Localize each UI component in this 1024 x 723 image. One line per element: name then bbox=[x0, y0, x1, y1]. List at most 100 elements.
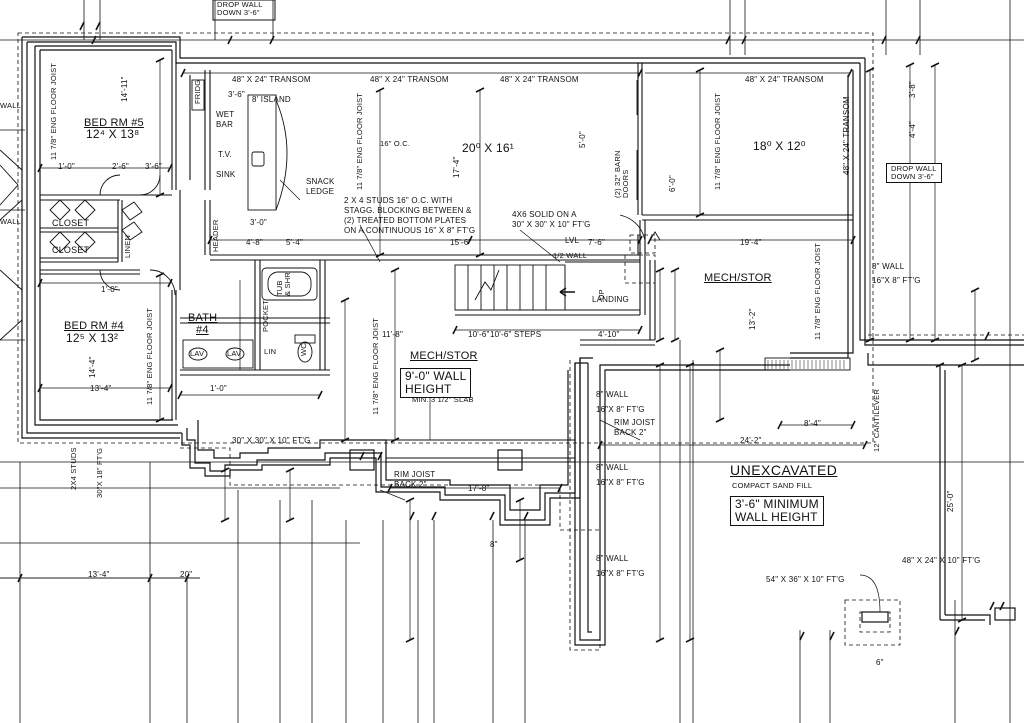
footing-48-note: 48" X 24" X 10" FT'G bbox=[902, 556, 981, 565]
dim-6-0: 6'-0" bbox=[668, 175, 677, 192]
joist-label-family: 11 7/8" ENG FLOOR JOIST bbox=[355, 92, 364, 190]
header-label: HEADER bbox=[211, 219, 220, 252]
footing-30-left-note: 30"X 18" FT'G bbox=[95, 447, 104, 498]
solid-post-note: 4X6 SOLID ON A 30" X 30" X 10" FT'G bbox=[512, 210, 591, 229]
dim-2-6: 2'-6" bbox=[112, 162, 129, 171]
joist-label-bed4: 11 7/8" ENG FLOOR JOIST bbox=[145, 307, 154, 405]
room-family-size: 20⁰ X 16¹ bbox=[462, 141, 514, 155]
compact-fill-note: COMPACT SAND FILL bbox=[732, 481, 813, 490]
wall-8-note-1: 8" WALL bbox=[596, 390, 629, 399]
dim-8-in: 8" bbox=[490, 540, 498, 549]
room-bed-5-label: BED RM #5 bbox=[84, 117, 144, 129]
linen-label: LINEN bbox=[123, 234, 132, 258]
footing-note-3: 16"X 8" FT'G bbox=[596, 569, 645, 578]
interior-walls bbox=[40, 50, 853, 463]
room-bed-4-size: 12⁵ X 13² bbox=[66, 331, 119, 345]
dim-4-8: 4'-8" bbox=[246, 238, 263, 247]
tv-label: T.V. bbox=[218, 150, 232, 159]
dim-3-6: 3'-6" bbox=[145, 162, 162, 171]
wc-label: WC bbox=[299, 343, 308, 356]
dim-13-4-b: 13'-4" bbox=[88, 570, 110, 579]
dim-7-6: 7'-6" bbox=[588, 238, 605, 247]
room-bed-5-size: 12⁴ X 13⁸ bbox=[86, 127, 140, 141]
room-mech-stor-right: MECH/STOR bbox=[704, 272, 772, 284]
dim-4-4: 4'-4" bbox=[908, 121, 917, 138]
fixtures bbox=[0, 79, 881, 613]
dashed-footing-lines bbox=[17, 32, 1024, 651]
unexcavated-label: UNEXCAVATED bbox=[730, 462, 838, 478]
dim-13-4-a: 13'-4" bbox=[90, 384, 112, 393]
transom-label-vertical: 48" X 24" TRANSOM bbox=[842, 96, 851, 175]
lav-label-2: LAV bbox=[227, 349, 242, 358]
footing-note-1: 16"X 8" FT'G bbox=[596, 405, 645, 414]
pocket-door-label: POCKET bbox=[261, 299, 270, 332]
closet-label-2: CLOSET bbox=[52, 245, 90, 255]
rim-joist-note-1: RIM JOIST BACK 2" bbox=[614, 418, 656, 437]
slab-note: MIN. 3 1/2" SLAB bbox=[412, 395, 474, 404]
landing-label: LANDING bbox=[592, 295, 629, 304]
steps-label: 10'-6" STEPS bbox=[490, 330, 542, 339]
transom-label-4: 48" X 24" TRANSOM bbox=[745, 75, 824, 84]
wall-8-note-3: 8" WALL bbox=[596, 554, 629, 563]
joist-label-mech-right: 11 7/8" ENG FLOOR JOIST bbox=[813, 242, 822, 340]
dim-25-0: 25'-0" bbox=[946, 490, 955, 512]
dim-3-8: 3'-8" bbox=[908, 81, 917, 98]
dim-11-8: 11'-8" bbox=[382, 330, 403, 339]
lav-label-1: LAV bbox=[190, 349, 205, 358]
footing-54-note: 54" X 36" X 10" FT'G bbox=[766, 575, 845, 584]
dim-4-10: 4'-10" bbox=[598, 330, 620, 339]
room-bed-4-label: BED RM #4 bbox=[64, 320, 124, 332]
footing-pads bbox=[349, 449, 1016, 623]
stud-wall-note: 2 X 4 STUDS 16" O.C. WITH STAGG. BLOCKIN… bbox=[344, 196, 476, 235]
cantilever-note: 12" CANTILEVER bbox=[872, 389, 881, 452]
lvl-label: LVL bbox=[565, 236, 580, 245]
rim-joist-note-2: RIM JOIST BACK 2" bbox=[394, 470, 436, 489]
dim-20-in: 20" bbox=[180, 570, 193, 579]
room-mech-stor-center: MECH/STOR bbox=[410, 350, 478, 362]
oc-16-label: 16" O.C. bbox=[380, 139, 411, 148]
minimum-wall-height-note: 3'-6" MINIMUM WALL HEIGHT bbox=[730, 496, 824, 526]
dim-13-2: 13'-2" bbox=[748, 308, 757, 330]
footing-note-2: 16"X 8" FT'G bbox=[596, 478, 645, 487]
dim-17-8: 17'-8" bbox=[468, 484, 490, 493]
joist-label-mech: 11 7/8" ENG FLOOR JOIST bbox=[371, 317, 380, 415]
dim-10-6: 10'-6" bbox=[468, 330, 490, 339]
wall-8-note-2: 8" WALL bbox=[596, 463, 629, 472]
drop-wall-note-top: DROP WALL DOWN 3'-6" bbox=[217, 0, 263, 17]
drop-wall-note-box bbox=[212, 0, 276, 21]
footing-note-right: 16"X 8" FT'G bbox=[872, 276, 921, 285]
dim-5-4: 5'-4" bbox=[286, 238, 303, 247]
joist-label-bed5: 11 7/8" ENG FLOOR JOIST bbox=[49, 62, 58, 160]
wall-8-note-right: 8" WALL bbox=[872, 262, 905, 271]
dim-3-0: 3'-0" bbox=[250, 218, 267, 227]
dimension-lines bbox=[0, 60, 976, 640]
fridge-label: FRIDG bbox=[193, 79, 202, 104]
wall-label-left-2: WALL bbox=[0, 217, 21, 226]
dim-6-in: 6" bbox=[876, 658, 884, 667]
sink-label: SINK bbox=[216, 170, 236, 179]
half-wall-label: 1/2 WALL bbox=[553, 251, 588, 260]
studs-label: 2X4 STUDS bbox=[69, 447, 78, 490]
closet-label-1: CLOSET bbox=[52, 218, 90, 228]
hatch-marks bbox=[767, 360, 845, 369]
dim-1-0-b: 1'-0" bbox=[101, 285, 118, 294]
island-label: 8' ISLAND bbox=[252, 95, 291, 104]
dim-19-4: 19'-4" bbox=[740, 238, 762, 247]
room-bath-label: BATH bbox=[188, 312, 218, 324]
transom-label-3: 48" X 24" TRANSOM bbox=[500, 75, 579, 84]
dim-14-11: 14'-11" bbox=[120, 76, 129, 102]
footing-30-note: 30" X 30" X 10" FT'G bbox=[232, 436, 311, 445]
dim-8-4: 8'-4" bbox=[804, 419, 821, 428]
dim-1-0-a: 1'-0" bbox=[58, 162, 75, 171]
room-rec-size: 18⁰ X 12⁰ bbox=[753, 139, 806, 153]
dim-24-2: 24'-2" bbox=[740, 436, 762, 445]
snack-ledge-label: SNACK LEDGE bbox=[306, 177, 335, 196]
transom-label-2: 48" X 24" TRANSOM bbox=[370, 75, 449, 84]
drop-wall-note-right: DROP WALL DOWN 3'-6" bbox=[886, 163, 942, 183]
dim-5-0: 5'-0" bbox=[578, 131, 587, 148]
dim-1-0-c: 1'-0" bbox=[210, 384, 227, 393]
wall-label-left-1: WALL bbox=[0, 101, 21, 110]
dim-14-4: 14'-4" bbox=[88, 356, 97, 378]
